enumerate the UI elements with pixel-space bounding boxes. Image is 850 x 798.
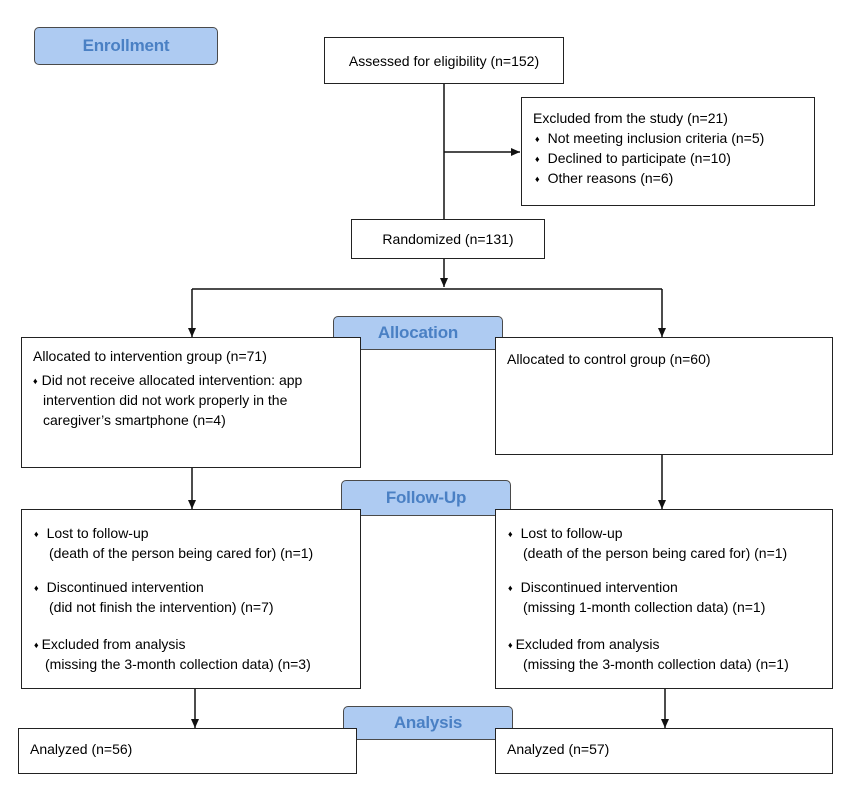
followup-control-box: ♦Lost to follow-up (death of the person … (495, 509, 833, 689)
excluded-item: ♦Declined to participate (n=10) (535, 150, 731, 166)
followup-item-detail: (death of the person being cared for) (n… (49, 545, 314, 561)
bullet-icon: ♦ (535, 134, 540, 144)
bullet-icon: ♦ (34, 640, 39, 650)
excluded-box: Excluded from the study (n=21) ♦Not meet… (521, 97, 815, 206)
excluded-title: Excluded from the study (n=21) (533, 110, 728, 126)
analyzed-control-box: Analyzed (n=57) (495, 728, 833, 774)
assessed-label: Assessed for eligibility (n=152) (348, 52, 540, 69)
analyzed-intervention-label: Analyzed (n=56) (30, 741, 133, 757)
alloc-intervention-item-line: intervention did not work properly in th… (43, 392, 288, 408)
alloc-intervention-item: ♦Did not receive allocated intervention:… (33, 372, 303, 388)
stage-analysis: Analysis (343, 706, 513, 740)
followup-item-detail: (missing the 3-month collection data) (n… (45, 656, 311, 672)
randomized-label: Randomized (n=131) (382, 231, 514, 247)
assessed-box: Assessed for eligibility (n=152) (324, 37, 564, 84)
bullet-icon: ♦ (535, 154, 540, 164)
stage-allocation: Allocation (333, 316, 503, 350)
analyzed-control-label: Analyzed (n=57) (507, 741, 610, 757)
followup-item: ♦Lost to follow-up (508, 525, 623, 541)
bullet-icon: ♦ (508, 640, 513, 650)
randomized-box: Randomized (n=131) (351, 219, 545, 259)
followup-item-detail: (missing 1-month collection data) (n=1) (523, 599, 766, 615)
bullet-icon: ♦ (34, 529, 39, 539)
bullet-icon: ♦ (508, 583, 513, 593)
stage-follow-up: Follow-Up (341, 480, 511, 516)
bullet-icon: ♦ (33, 376, 38, 386)
followup-item: ♦Discontinued intervention (34, 579, 204, 595)
alloc-intervention-item-line: caregiver’s smartphone (n=4) (43, 412, 226, 428)
alloc-intervention-box: Allocated to intervention group (n=71) ♦… (21, 337, 361, 468)
followup-item-detail: (death of the person being cared for) (n… (523, 545, 788, 561)
followup-item: ♦Lost to follow-up (34, 525, 149, 541)
followup-item: ♦Excluded from analysis (34, 636, 186, 652)
alloc-control-title: Allocated to control group (n=60) (507, 351, 711, 367)
excluded-item: ♦Not meeting inclusion criteria (n=5) (535, 130, 765, 146)
analyzed-intervention-box: Analyzed (n=56) (18, 728, 357, 774)
followup-item: ♦Discontinued intervention (508, 579, 678, 595)
followup-item-detail: (did not finish the intervention) (n=7) (49, 599, 274, 615)
excluded-item: ♦Other reasons (n=6) (535, 170, 674, 186)
bullet-icon: ♦ (535, 174, 540, 184)
alloc-control-box: Allocated to control group (n=60) (495, 337, 833, 455)
alloc-intervention-title: Allocated to intervention group (n=71) (33, 348, 267, 364)
followup-intervention-box: ♦Lost to follow-up (death of the person … (21, 509, 361, 689)
followup-item-detail: (missing the 3-month collection data) (n… (523, 656, 789, 672)
bullet-icon: ♦ (508, 529, 513, 539)
bullet-icon: ♦ (34, 583, 39, 593)
followup-item: ♦Excluded from analysis (508, 636, 660, 652)
stage-enrollment: Enrollment (34, 27, 218, 65)
